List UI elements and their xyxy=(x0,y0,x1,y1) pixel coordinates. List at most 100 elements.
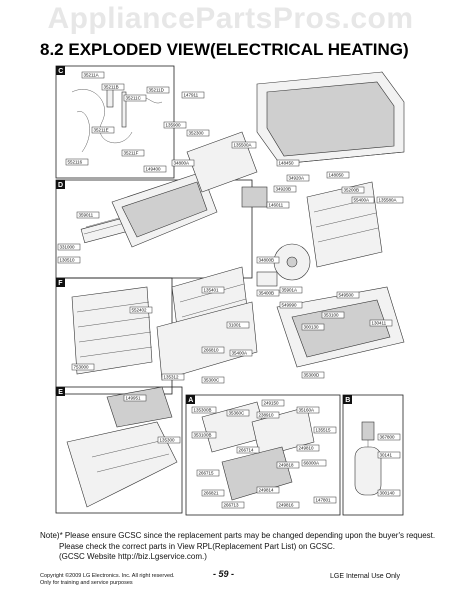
part-label: 66000A xyxy=(301,459,327,467)
part-label: 266715 xyxy=(196,469,220,477)
part-label: 300130 xyxy=(301,323,325,331)
part-label: 148050 xyxy=(326,171,350,179)
part-label: 249818 xyxy=(276,461,300,469)
part-label: 266821 xyxy=(201,489,225,497)
cabinet-casing xyxy=(256,71,405,165)
replacement-note: Note)* Please ensure GCSC since the repl… xyxy=(40,531,435,563)
svg-text:147911: 147911 xyxy=(184,93,199,98)
svg-text:353100B: 353100B xyxy=(194,433,212,438)
svg-text:35901A: 35901A xyxy=(282,288,298,293)
svg-text:249150: 249150 xyxy=(264,401,280,406)
footer-copyright: Copyright ©2009 LG Electronics. Inc. All… xyxy=(40,573,175,587)
note-line-1: Note)* Please ensure GCSC since the repl… xyxy=(40,531,436,540)
part-label: 35211A xyxy=(81,71,105,79)
svg-text:266821: 266821 xyxy=(204,491,220,496)
svg-text:353100: 353100 xyxy=(324,313,340,318)
part-label: 35211D xyxy=(146,86,170,94)
svg-text:35400A: 35400A xyxy=(232,351,248,356)
box-label-e: E xyxy=(56,387,65,396)
part-label: 135312 xyxy=(161,373,185,381)
svg-text:34800A: 34800A xyxy=(174,161,190,166)
svg-text:35160A: 35160A xyxy=(299,408,315,413)
part-label: 249150 xyxy=(261,399,285,407)
part-label: 35901A xyxy=(279,286,303,294)
part-label: 55400A xyxy=(351,196,375,204)
part-label: 352300 xyxy=(186,129,210,137)
svg-text:148050: 148050 xyxy=(329,173,345,178)
svg-text:35211F: 35211F xyxy=(124,151,139,156)
part-label: 147801 xyxy=(313,496,337,504)
svg-text:331000: 331000 xyxy=(60,245,76,250)
svg-text:266715: 266715 xyxy=(199,471,215,476)
part-label: 35211E xyxy=(91,126,115,134)
exploded-view-diagram: C D F E A B xyxy=(55,65,405,516)
svg-text:552402: 552402 xyxy=(132,308,148,313)
part-label: 331000 xyxy=(57,243,81,251)
part-label: 238910 xyxy=(256,411,280,419)
part-label: 249816 xyxy=(276,501,300,509)
svg-text:135300B: 135300B xyxy=(194,408,212,413)
frame-b xyxy=(342,394,404,516)
part-label: 34800B xyxy=(256,256,280,264)
part-label: 353100 xyxy=(321,311,345,319)
note-line-2: Please check the correct parts in View R… xyxy=(59,541,335,551)
part-label: 549500 xyxy=(336,291,360,299)
svg-text:148450: 148450 xyxy=(279,161,295,166)
frame-e xyxy=(55,386,183,514)
part-label: 35400A xyxy=(229,349,253,357)
part-label: 35300C xyxy=(201,376,225,384)
svg-text:135500A: 135500A xyxy=(234,143,252,148)
svg-text:249818: 249818 xyxy=(279,463,295,468)
part-label: 130411 xyxy=(369,319,393,327)
svg-text:34920B: 34920B xyxy=(276,187,292,192)
svg-text:31001: 31001 xyxy=(229,323,242,328)
svg-text:35200B: 35200B xyxy=(344,188,360,193)
svg-text:E: E xyxy=(58,389,63,396)
part-label: 149951 xyxy=(123,394,147,402)
part-label: 35360C xyxy=(226,409,250,417)
copyright-text: Copyright ©2009 LG Electronics. Inc. All… xyxy=(40,573,175,579)
part-label: 135580A xyxy=(376,196,404,204)
svg-text:35211B: 35211B xyxy=(104,85,119,90)
part-label: 367800 xyxy=(377,433,401,441)
part-label: 35160A xyxy=(296,406,320,414)
svg-text:35211C: 35211C xyxy=(126,96,142,101)
svg-text:35300C: 35300C xyxy=(204,378,221,383)
base-pan xyxy=(276,286,405,368)
svg-text:C: C xyxy=(58,68,63,75)
part-label: 146011 xyxy=(266,201,290,209)
part-label: 135515 xyxy=(313,426,337,434)
svg-text:300140: 300140 xyxy=(380,491,396,496)
part-label: 135300B xyxy=(191,406,217,414)
svg-text:34800B: 34800B xyxy=(259,258,275,263)
condenser-coil xyxy=(306,181,383,268)
part-label: 266810 xyxy=(201,346,225,354)
svg-text:55400A: 55400A xyxy=(354,198,370,203)
part-label: 31001 xyxy=(226,321,250,329)
box-label-c: C xyxy=(56,66,65,75)
svg-text:238910: 238910 xyxy=(259,413,275,418)
svg-text:35300D: 35300D xyxy=(304,373,321,378)
front-grille xyxy=(71,286,153,375)
svg-text:249816: 249816 xyxy=(279,503,295,508)
compressor xyxy=(354,421,382,496)
watermark: AppliancePartsPros.com xyxy=(47,2,414,35)
part-label: 249810 xyxy=(296,444,320,452)
part-label: 34920B xyxy=(273,185,297,193)
part-label: 35211C xyxy=(123,94,147,102)
part-label: 135900 xyxy=(163,121,187,129)
part-label: 148450 xyxy=(276,159,300,167)
svg-text:35360C: 35360C xyxy=(229,411,246,416)
svg-text:35211E: 35211E xyxy=(94,128,109,133)
part-label: 35211F xyxy=(121,149,145,157)
part-label: 35200B xyxy=(341,186,365,194)
svg-text:146011: 146011 xyxy=(269,203,284,208)
part-label: 359011 xyxy=(76,211,100,219)
part-label: 549990 xyxy=(279,301,303,309)
part-label: 35400B xyxy=(256,289,280,297)
note-line-3: (GCSC Website http://biz.Lgservice.com.) xyxy=(59,552,207,561)
svg-text:753000: 753000 xyxy=(74,365,90,370)
part-label: 249814 xyxy=(256,486,280,494)
svg-text:149951: 149951 xyxy=(126,396,142,401)
part-label: 34800A xyxy=(171,159,195,167)
